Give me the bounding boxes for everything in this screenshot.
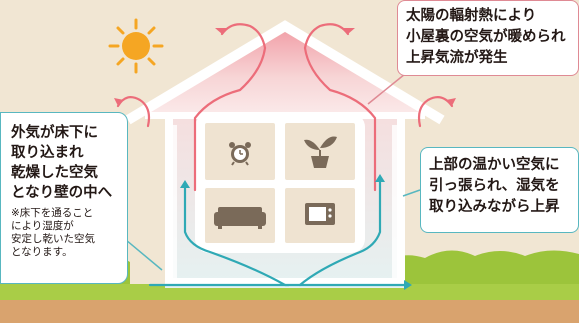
microwave-icon bbox=[305, 203, 335, 225]
warm-air-arrows bbox=[116, 23, 454, 192]
callout-wall-air-line: 引っ張られ、湿気を bbox=[429, 178, 560, 194]
callout-solar-heat-line: 小屋裏の空気が暖められ bbox=[406, 29, 566, 45]
callout-outside-air-line: 乾燥した空気 bbox=[11, 165, 98, 181]
alarm-clock-icon bbox=[229, 142, 251, 166]
sofa-icon bbox=[214, 207, 266, 229]
callout-solar-heat-line: 上昇気流が発生 bbox=[406, 50, 508, 66]
callout-pointers bbox=[125, 73, 421, 271]
callout-outside-air: 外気が床下に 取り込まれ 乾燥した空気 となり壁の中へ ※床下を通ること により… bbox=[0, 112, 128, 284]
warm-air-arrowheads bbox=[114, 28, 456, 106]
callout-outside-air-line: 外気が床下に bbox=[11, 125, 98, 141]
callout-outside-air-note: ※床下を通ること により湿度が 安定し乾いた空気 となります。 bbox=[11, 207, 121, 259]
note-line: ※床下を通ること bbox=[11, 207, 94, 219]
house bbox=[125, 20, 445, 288]
potted-plant-icon bbox=[304, 136, 337, 168]
callout-outside-air-line: 取り込まれ bbox=[11, 145, 84, 161]
callout-wall-air-line: 上部の温かい空気に bbox=[429, 157, 560, 173]
note-line: により湿度が bbox=[11, 220, 74, 232]
cool-air-arrows bbox=[148, 178, 407, 287]
sun-icon bbox=[108, 18, 164, 74]
callout-solar-heat: 太陽の輻射熱により 小屋裏の空気が暖められ 上昇気流が発生 bbox=[397, 0, 579, 76]
note-line: 安定し乾いた空気 bbox=[11, 233, 95, 245]
callout-wall-air: 上部の温かい空気に 引っ張られ、湿気を 取り込みながら上昇 bbox=[420, 147, 579, 233]
callout-solar-heat-line: 太陽の輻射熱により bbox=[406, 8, 537, 24]
callout-outside-air-line: となり壁の中へ bbox=[11, 185, 113, 201]
callout-wall-air-line: 取り込みながら上昇 bbox=[429, 199, 560, 215]
cool-air-arrowheads bbox=[180, 174, 412, 290]
note-line: となります。 bbox=[11, 246, 73, 258]
